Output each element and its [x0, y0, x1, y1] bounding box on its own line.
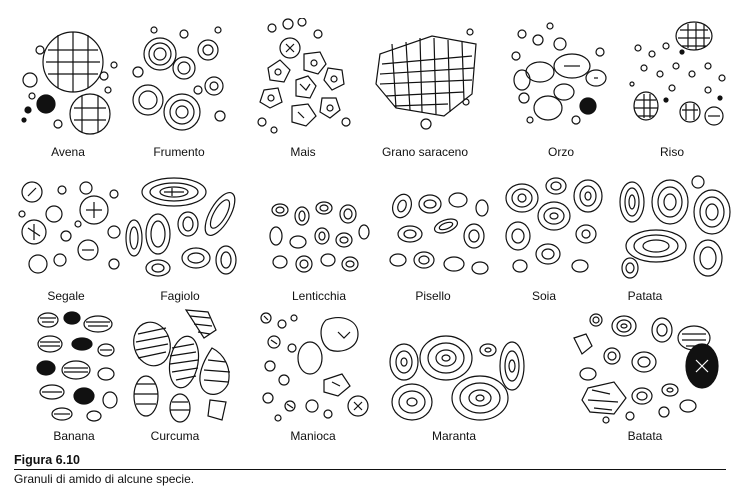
species-label: Pisello	[415, 289, 451, 303]
manioca-granules-drawing	[260, 312, 369, 422]
species-label: Banana	[53, 429, 95, 443]
cell-manioca	[254, 310, 372, 426]
starch-granule-plate: Avena Frumento Mais Grano saraceno Orzo …	[14, 18, 734, 443]
frumento-granules-drawing	[132, 26, 226, 131]
orzo-granules-drawing	[511, 22, 607, 125]
species-label: Riso	[659, 145, 684, 159]
species-label: Lenticchia	[291, 289, 347, 303]
species-label: Mais	[290, 145, 316, 159]
maranta-granules-drawing	[389, 335, 525, 421]
lenticchia-granules-drawing	[269, 201, 370, 273]
mais-granules-drawing	[257, 18, 351, 134]
cell-orzo	[502, 22, 612, 138]
segale-granules-drawing	[18, 181, 121, 274]
cell-fagiolo	[122, 174, 240, 284]
pisello-granules-drawing	[389, 192, 489, 275]
figure-description: Granuli di amido di alcune specie.	[14, 472, 195, 486]
cell-banana	[28, 308, 120, 426]
fagiolo-granules-drawing	[125, 177, 237, 277]
cell-patata	[616, 172, 734, 284]
species-label: Fagiolo	[160, 289, 200, 303]
curcuma-granules-drawing	[133, 309, 231, 423]
grano-saraceno-granules-drawing	[375, 28, 477, 130]
banana-granules-drawing	[36, 311, 118, 422]
figure-title: Figura 6.10	[14, 453, 726, 470]
cell-curcuma	[124, 304, 240, 426]
riso-granules-drawing	[629, 21, 726, 126]
cell-soia	[500, 174, 610, 284]
species-label: Maranta	[431, 429, 477, 443]
species-label: Patata	[627, 289, 663, 303]
species-label: Frumento	[153, 145, 205, 159]
cell-maranta	[384, 330, 528, 426]
cell-avena	[18, 20, 128, 138]
species-label: Manioca	[290, 429, 336, 443]
cell-segale	[14, 176, 126, 284]
cell-pisello	[384, 188, 494, 284]
avena-granules-drawing	[21, 31, 118, 135]
species-label: Grano saraceno	[381, 145, 469, 159]
species-label: Segale	[47, 289, 85, 303]
species-label: Curcuma	[150, 429, 200, 443]
cell-batata	[570, 308, 724, 426]
patata-granules-drawing	[619, 175, 731, 279]
species-label: Soia	[531, 289, 557, 303]
cell-frumento	[124, 20, 234, 138]
species-label: Batata	[627, 429, 663, 443]
species-label: Avena	[51, 145, 85, 159]
cell-grano-saraceno	[372, 24, 482, 138]
soia-granules-drawing	[505, 177, 603, 273]
cell-lenticchia	[258, 196, 374, 284]
batata-granules-drawing	[573, 313, 719, 424]
cell-mais	[248, 18, 358, 138]
species-label: Orzo	[547, 145, 574, 159]
figure-caption: Figura 6.10 Granuli di amido di alcune s…	[14, 453, 726, 487]
cell-riso	[622, 18, 732, 138]
